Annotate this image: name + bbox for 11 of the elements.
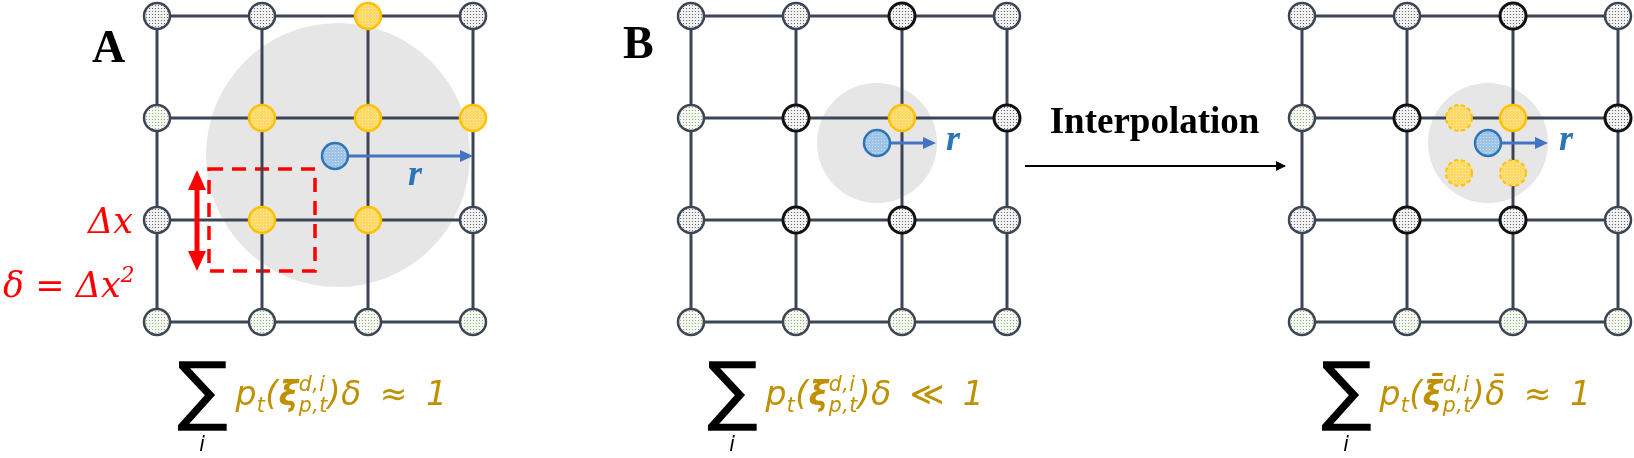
- lattice-grid: [142, 1, 488, 337]
- arrow: [1024, 161, 1286, 171]
- panel-letter: A: [92, 24, 126, 70]
- lattice-grid: [1287, 1, 1633, 337]
- radius-label: r: [946, 120, 960, 156]
- dimension-label: Δx: [88, 204, 133, 239]
- radius-label: r: [1559, 120, 1573, 156]
- lattice-grid: [676, 1, 1022, 337]
- radius-label: r: [408, 155, 422, 191]
- equation-label: δ = Δx$^{2}$: [3, 268, 135, 303]
- panel-letter: B: [623, 20, 654, 66]
